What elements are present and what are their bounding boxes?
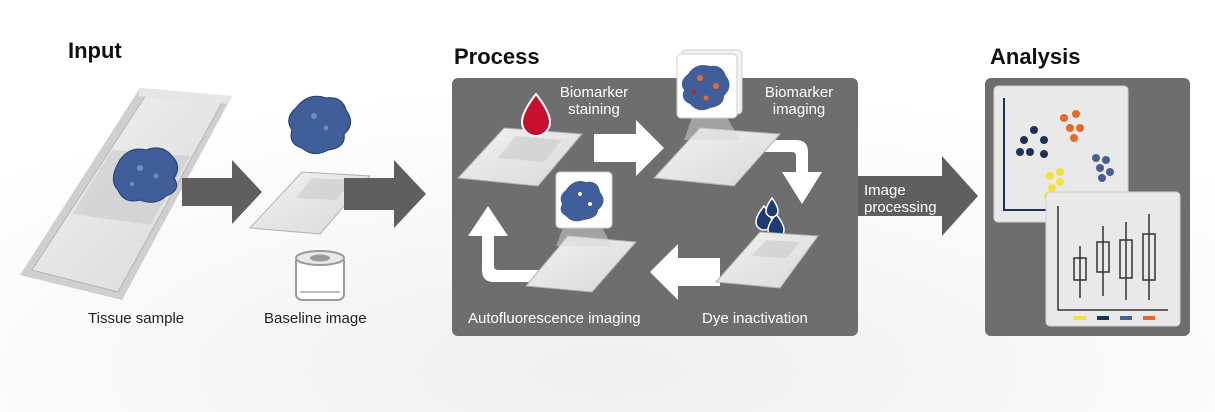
image-processing-label: Image processing	[864, 182, 937, 216]
arrow-to-baseline	[182, 160, 262, 224]
dye-inactivation-label: Dye inactivation	[702, 310, 808, 327]
red-drop-icon	[520, 92, 552, 137]
arrow-to-analysis	[858, 156, 978, 236]
tissue-sample-icon	[112, 147, 179, 203]
arrow-auto-to-stain	[468, 206, 540, 282]
box-plot-card	[1045, 191, 1181, 327]
baseline-slide	[248, 171, 372, 235]
baseline-image-label: Baseline image	[264, 310, 367, 327]
biomarker-imaging-label: Biomarker imaging	[764, 84, 834, 118]
cluster-slate	[1092, 154, 1114, 182]
arrow-image-to-dye	[758, 140, 822, 204]
dye-inactivation-slide	[714, 231, 819, 289]
process-heading: Process	[454, 44, 540, 69]
cluster-navy	[1016, 126, 1048, 158]
microscope-objective-icon	[295, 250, 345, 301]
analysis-heading: Analysis	[990, 44, 1081, 69]
input-heading: Input	[68, 38, 122, 63]
baseline-tissue-icon	[288, 95, 352, 155]
arrow-dye-to-auto	[650, 244, 720, 300]
biomarker-image-card	[676, 49, 743, 119]
staining-slide	[456, 127, 584, 187]
imaging-slide	[652, 112, 782, 187]
autofluorescence-imaging-label: Autofluorescence imaging	[468, 310, 641, 327]
tissue-sample-label: Tissue sample	[88, 310, 185, 327]
arrow-stain-to-image	[594, 120, 664, 176]
cluster-orange	[1060, 110, 1084, 142]
arrow-to-process	[344, 160, 426, 228]
biomarker-staining-label: Biomarker staining	[559, 84, 629, 118]
autofluorescence-image-card	[555, 171, 613, 229]
